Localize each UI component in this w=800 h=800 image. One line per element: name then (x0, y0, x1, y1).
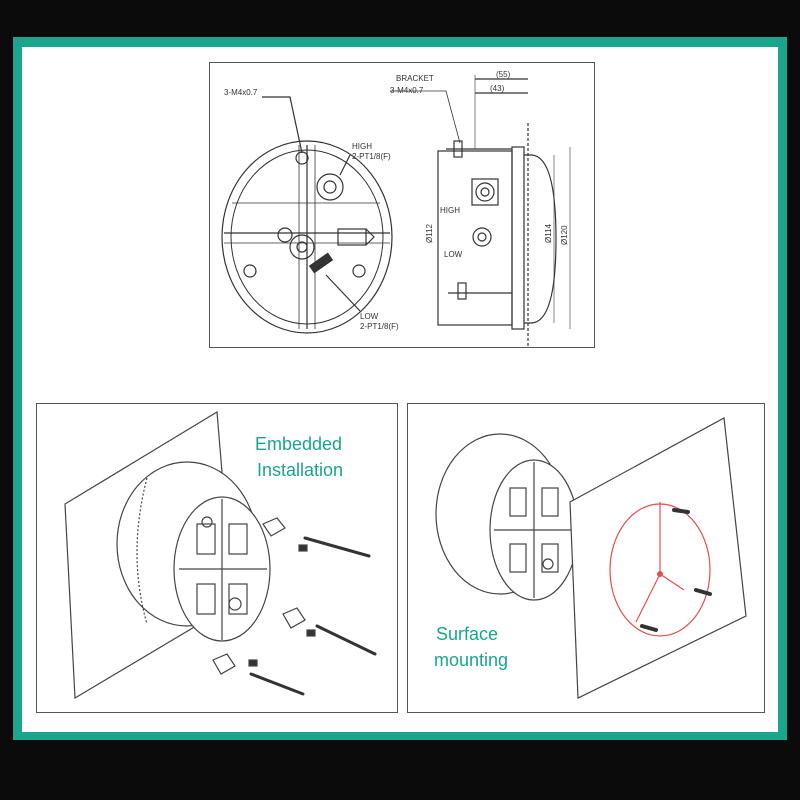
dia-120-label: Ø120 (560, 225, 569, 245)
dim-55: (55) (496, 70, 511, 79)
thread-label-front: 3-M4x0.7 (224, 88, 258, 97)
thread-label-side: 3-M4x0.7 (390, 86, 424, 95)
mount-center-point (657, 571, 663, 577)
screw-top (303, 536, 371, 558)
nut-mid (306, 629, 316, 637)
gauge-side-body (437, 150, 513, 326)
high-port (316, 173, 344, 201)
surface-title-line1: Surface (436, 624, 499, 644)
surface-title-line2: mounting (434, 650, 509, 670)
screw-mid (315, 624, 377, 656)
low-label-front: LOW (360, 312, 379, 321)
embedded-title-line1: Embedded (255, 434, 343, 454)
embedded-illustration (64, 410, 377, 700)
low-label-side: LOW (444, 250, 463, 259)
mounting-panel (569, 417, 747, 699)
bracket-top (262, 517, 286, 537)
gauge-side-bezel (524, 154, 557, 324)
high-port-label-front: 2-PT1/8(F) (352, 152, 391, 161)
embedded-installation-panel: Embedded Installation (36, 403, 398, 713)
screw-top (672, 508, 690, 514)
dim-43: (43) (490, 84, 505, 93)
bracket-mid (282, 607, 306, 629)
mount-hole-left (243, 264, 257, 278)
screw-bottom (249, 672, 305, 696)
side-low-port (472, 227, 492, 247)
dia-114-label: Ø114 (544, 223, 553, 243)
nut-bottom (248, 659, 258, 667)
screw-right (694, 588, 712, 596)
side-high-port (475, 182, 495, 202)
center-port (289, 234, 315, 260)
embedded-title-line2: Installation (257, 460, 344, 480)
mount-line-right (659, 573, 685, 591)
surface-illustration (435, 417, 747, 699)
screw-bottom (640, 624, 658, 632)
low-port-label-front: 2-PT1/8(F) (360, 322, 399, 331)
bracket-bottom (212, 653, 236, 675)
mount-hole-right (352, 264, 366, 278)
high-label-side: HIGH (440, 206, 460, 215)
surface-mounting-panel: Surface mounting (407, 403, 765, 713)
dia-112-label: Ø112 (425, 223, 434, 243)
mount-hole-top (295, 151, 309, 165)
high-label-front: HIGH (352, 142, 372, 151)
mount-line-bottom (635, 573, 661, 623)
technical-drawing-panel: 3-M4x0.7 HIGH 2-PT1/8(F) LOW 2-PT1/8(F) … (209, 62, 595, 348)
nut-top (298, 544, 308, 552)
bracket-label: BRACKET (396, 74, 434, 83)
gauge-front-outline (221, 140, 393, 334)
technical-drawing: 3-M4x0.7 HIGH 2-PT1/8(F) LOW 2-PT1/8(F) … (221, 70, 571, 347)
